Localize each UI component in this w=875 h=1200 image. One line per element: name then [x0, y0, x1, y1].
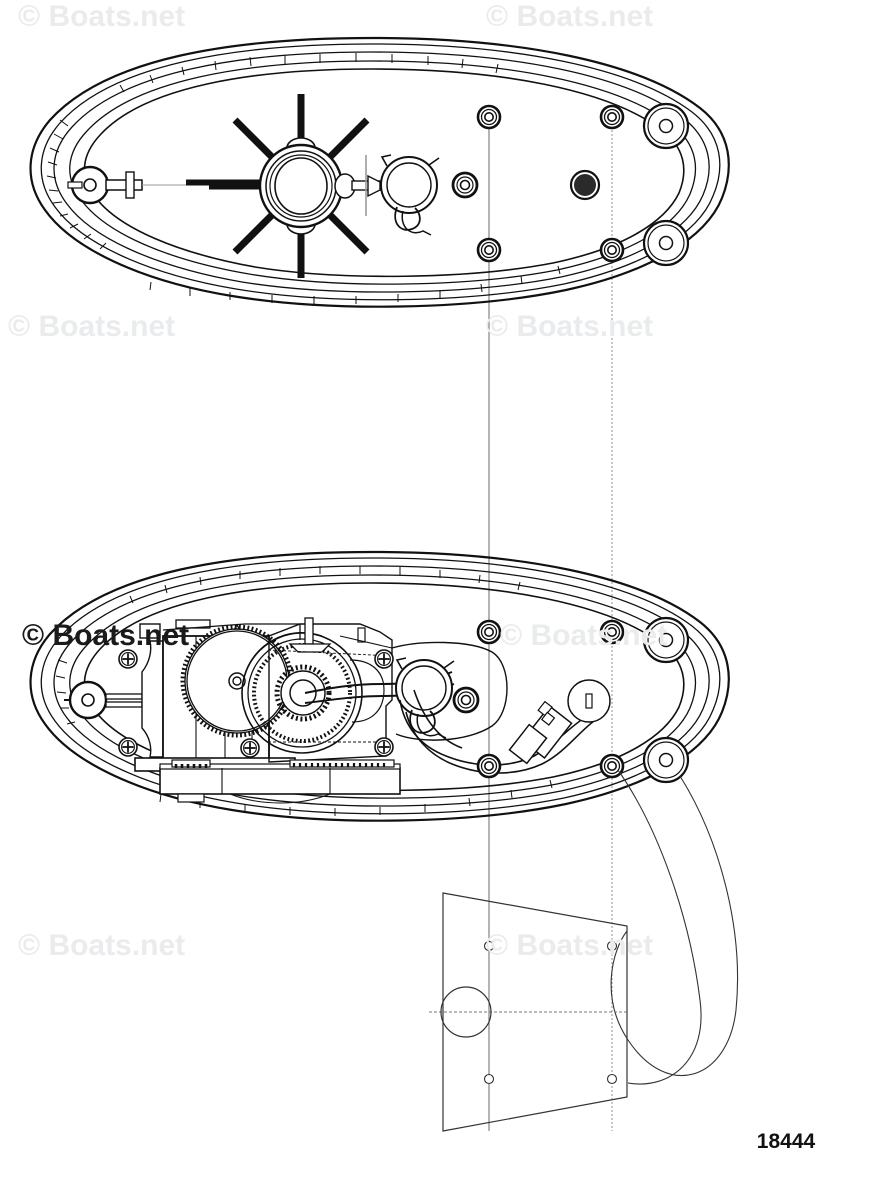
hub-spoke-assembly — [209, 94, 393, 278]
transom-plate-view — [429, 892, 628, 1132]
plate-hole-group — [483, 940, 618, 1085]
rim-outer-2 — [40, 557, 721, 815]
cable-connector-plug — [508, 700, 573, 765]
ring-gear-internal — [241, 631, 363, 754]
watermark: © Boats.net — [18, 0, 185, 33]
watermark: © Boats.net — [486, 929, 653, 962]
leader-lines — [610, 769, 739, 1085]
part-number-label: 18444 — [757, 1130, 816, 1153]
watermark: © Boats.net — [500, 619, 667, 652]
small-bearing-eye — [452, 686, 480, 714]
leader-upper-boss-to-plate — [617, 769, 702, 1085]
lower-housing-view — [29, 550, 730, 822]
grommet-hole — [569, 169, 601, 201]
rim-tick-marks — [46, 53, 561, 304]
watermark: © Boats.net — [486, 0, 653, 33]
watermark: © Boats.net — [8, 310, 175, 343]
plate-center-bore — [440, 986, 492, 1038]
small-bearing-eye — [451, 171, 479, 199]
rim-outer-2 — [40, 43, 721, 301]
round-terminal-pad — [567, 679, 611, 723]
rim-outer-1 — [29, 550, 730, 822]
hub-link-pin — [351, 155, 381, 216]
gearcase-cover — [267, 617, 393, 763]
rim-outer-1 — [29, 36, 730, 308]
eyelet-bushing — [64, 680, 143, 720]
rim-tick-marks — [55, 566, 553, 816]
watermark: © Boats.net — [18, 929, 185, 962]
pinion-gear-small — [274, 664, 332, 722]
plate-outline — [442, 892, 628, 1132]
gear-housing-oval — [391, 641, 508, 741]
leader-lower-boss-to-plate — [610, 775, 739, 1077]
watermark: © Boats.net — [22, 619, 189, 652]
watermark: © Boats.net — [486, 310, 653, 343]
upper-housing-view — [29, 36, 730, 308]
watermark-layer: © Boats.net © Boats.net © Boats.net © Boats… — [8, 0, 667, 962]
circuit-board-strip — [159, 759, 401, 804]
